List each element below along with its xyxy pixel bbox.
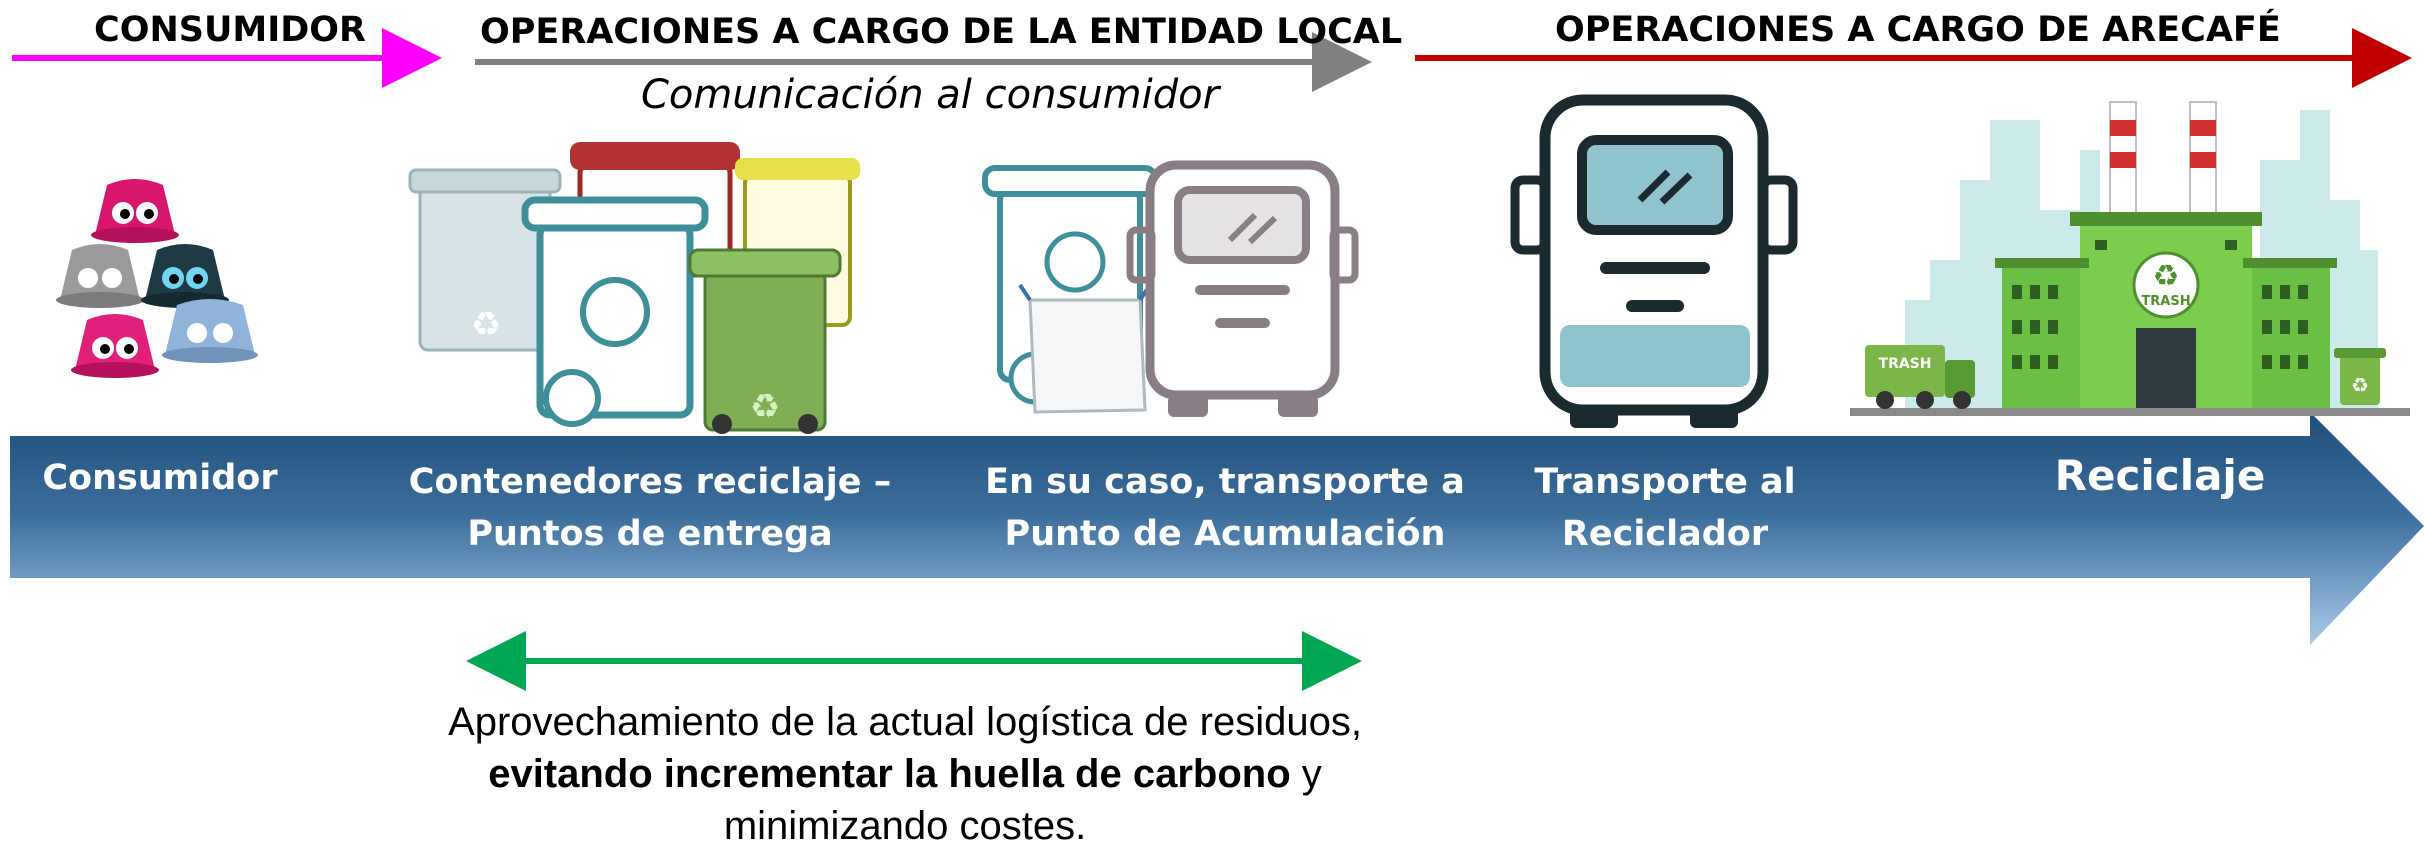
header-consumer: CONSUMIDOR — [94, 10, 366, 50]
factory-sign-label: TRASH — [2141, 294, 2190, 309]
stage-label-containers-line1: Contenedores reciclaje – — [408, 462, 892, 502]
stage-label-recycling-line1: Reciclaje — [2054, 451, 2266, 500]
coffee-capsules-icon — [56, 179, 258, 378]
header-local-entity: OPERACIONES A CARGO DE LA ENTIDAD LOCAL — [480, 12, 1403, 52]
stage-label-accumulation-line2: Punto de Acumulación — [1004, 514, 1446, 554]
header-arecafe: OPERACIONES A CARGO DE ARECAFÉ — [1555, 10, 2281, 50]
truck-icon — [1510, 94, 1798, 428]
stage-label-consumer: Consumidor — [20, 452, 300, 504]
logistics-note-part1: Aprovechamiento de la actual logística d… — [448, 700, 1362, 744]
stage-label-transport-line2: Reciclador — [1561, 514, 1769, 554]
recycling-bins-icon — [408, 142, 860, 434]
stage-label-containers: Contenedores reciclaje – Puntos de entre… — [400, 456, 900, 560]
stage-label-accumulation-line1: En su caso, transporte a — [985, 462, 1465, 502]
stage-label-transport-line1: Transporte al — [1534, 462, 1796, 502]
logistics-note-bold: evitando incrementar la huella de carbon… — [488, 752, 1291, 796]
stage-label-containers-line2: Puntos de entrega — [467, 514, 833, 554]
factory-recycle-glyph: ♻ — [2153, 259, 2180, 294]
bin-recycle-glyph: ♻ — [471, 305, 501, 345]
stage-label-accumulation: En su caso, transporte a Punto de Acumul… — [980, 456, 1470, 560]
stage-label-recycling: Reciclaje — [2010, 450, 2310, 502]
stage-label-transport: Transporte al Reciclador — [1510, 456, 1820, 560]
stage-label-consumer-line1: Consumidor — [42, 458, 278, 498]
bin-and-truck-icon — [982, 160, 1359, 417]
logistics-note-part2: y minimizando costes. — [723, 752, 1322, 844]
green-bin-recycle-glyph: ♻ — [750, 387, 780, 427]
subtitle-consumer-communication: Comunicación al consumidor — [640, 72, 1220, 118]
recycling-factory-icon — [1850, 101, 2410, 416]
truck-sign-label: TRASH — [1879, 356, 1932, 372]
small-bin-recycle-glyph: ♻ — [2351, 373, 2369, 397]
process-band-arrow — [10, 412, 2424, 645]
logistics-note: Aprovechamiento de la actual logística d… — [440, 696, 1370, 844]
